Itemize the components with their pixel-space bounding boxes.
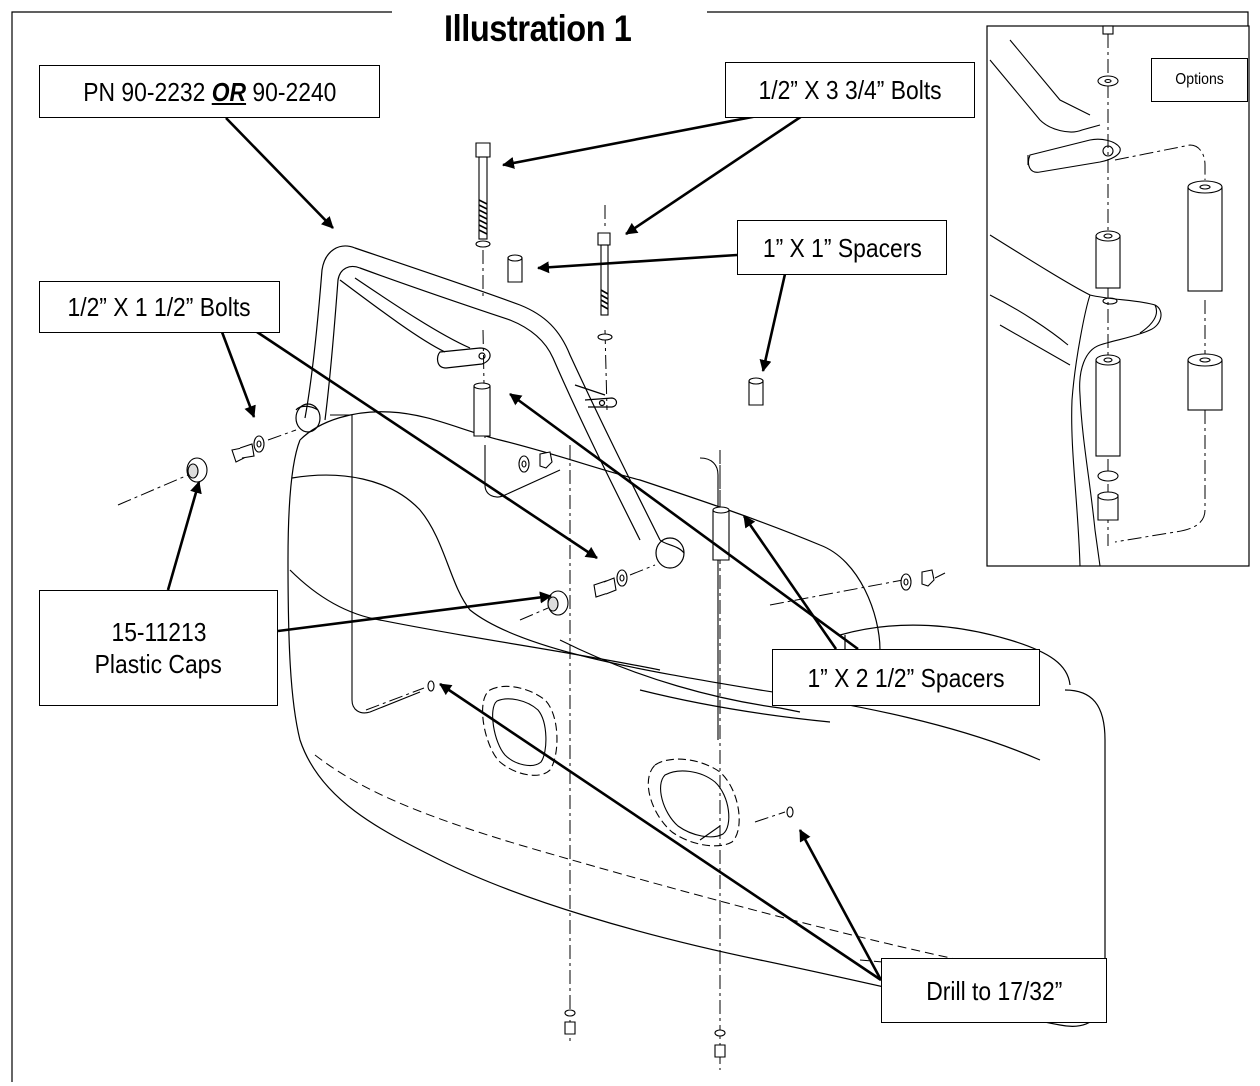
long-spacers-label: 1” X 2 1/2” Spacers [807,662,1005,693]
options-label: Options [1175,71,1224,88]
drill-label: Drill to 17/32” [925,975,1063,1006]
plastic-caps-callout: 15-11213 Plastic Caps [39,590,278,706]
page-border [11,11,1249,1082]
plastic-caps-part-number: 15-11213 [110,617,206,647]
leader-arrows [166,102,883,982]
long-bolts-callout: 1/2” X 3 3/4” Bolts [725,62,975,118]
part-number-callout: PN 90-2232 OR 90-2240 [39,65,380,118]
bumper-hidden-lines [314,754,1091,991]
short-spacers-label: 1” X 1” Spacers [762,232,922,263]
options-label-box: Options [1151,58,1248,102]
fog-light-openings [482,685,740,847]
short-bolts-callout: 1/2” X 1 1/2” Bolts [39,281,280,333]
part-number-primary: PN 90-2232 [82,76,206,107]
options-inset [986,25,1250,567]
illustration-title: Illustration 1 [444,8,632,49]
plastic-caps-label: Plastic Caps [94,649,223,679]
grille-guard-bar [295,245,685,569]
long-bolts-label: 1/2” X 3 3/4” Bolts [758,75,942,105]
part-number-alternate: 90-2240 [252,76,337,107]
frame-bracket [330,414,721,841]
hardware-parts [186,142,935,1058]
part-number-or: OR [211,76,246,107]
short-spacers-callout: 1” X 1” Spacers [737,220,947,275]
bumper-body [287,411,1107,1027]
drill-callout: Drill to 17/32” [881,958,1107,1023]
long-spacers-callout: 1” X 2 1/2” Spacers [772,649,1040,706]
short-bolts-label: 1/2” X 1 1/2” Bolts [67,292,252,322]
